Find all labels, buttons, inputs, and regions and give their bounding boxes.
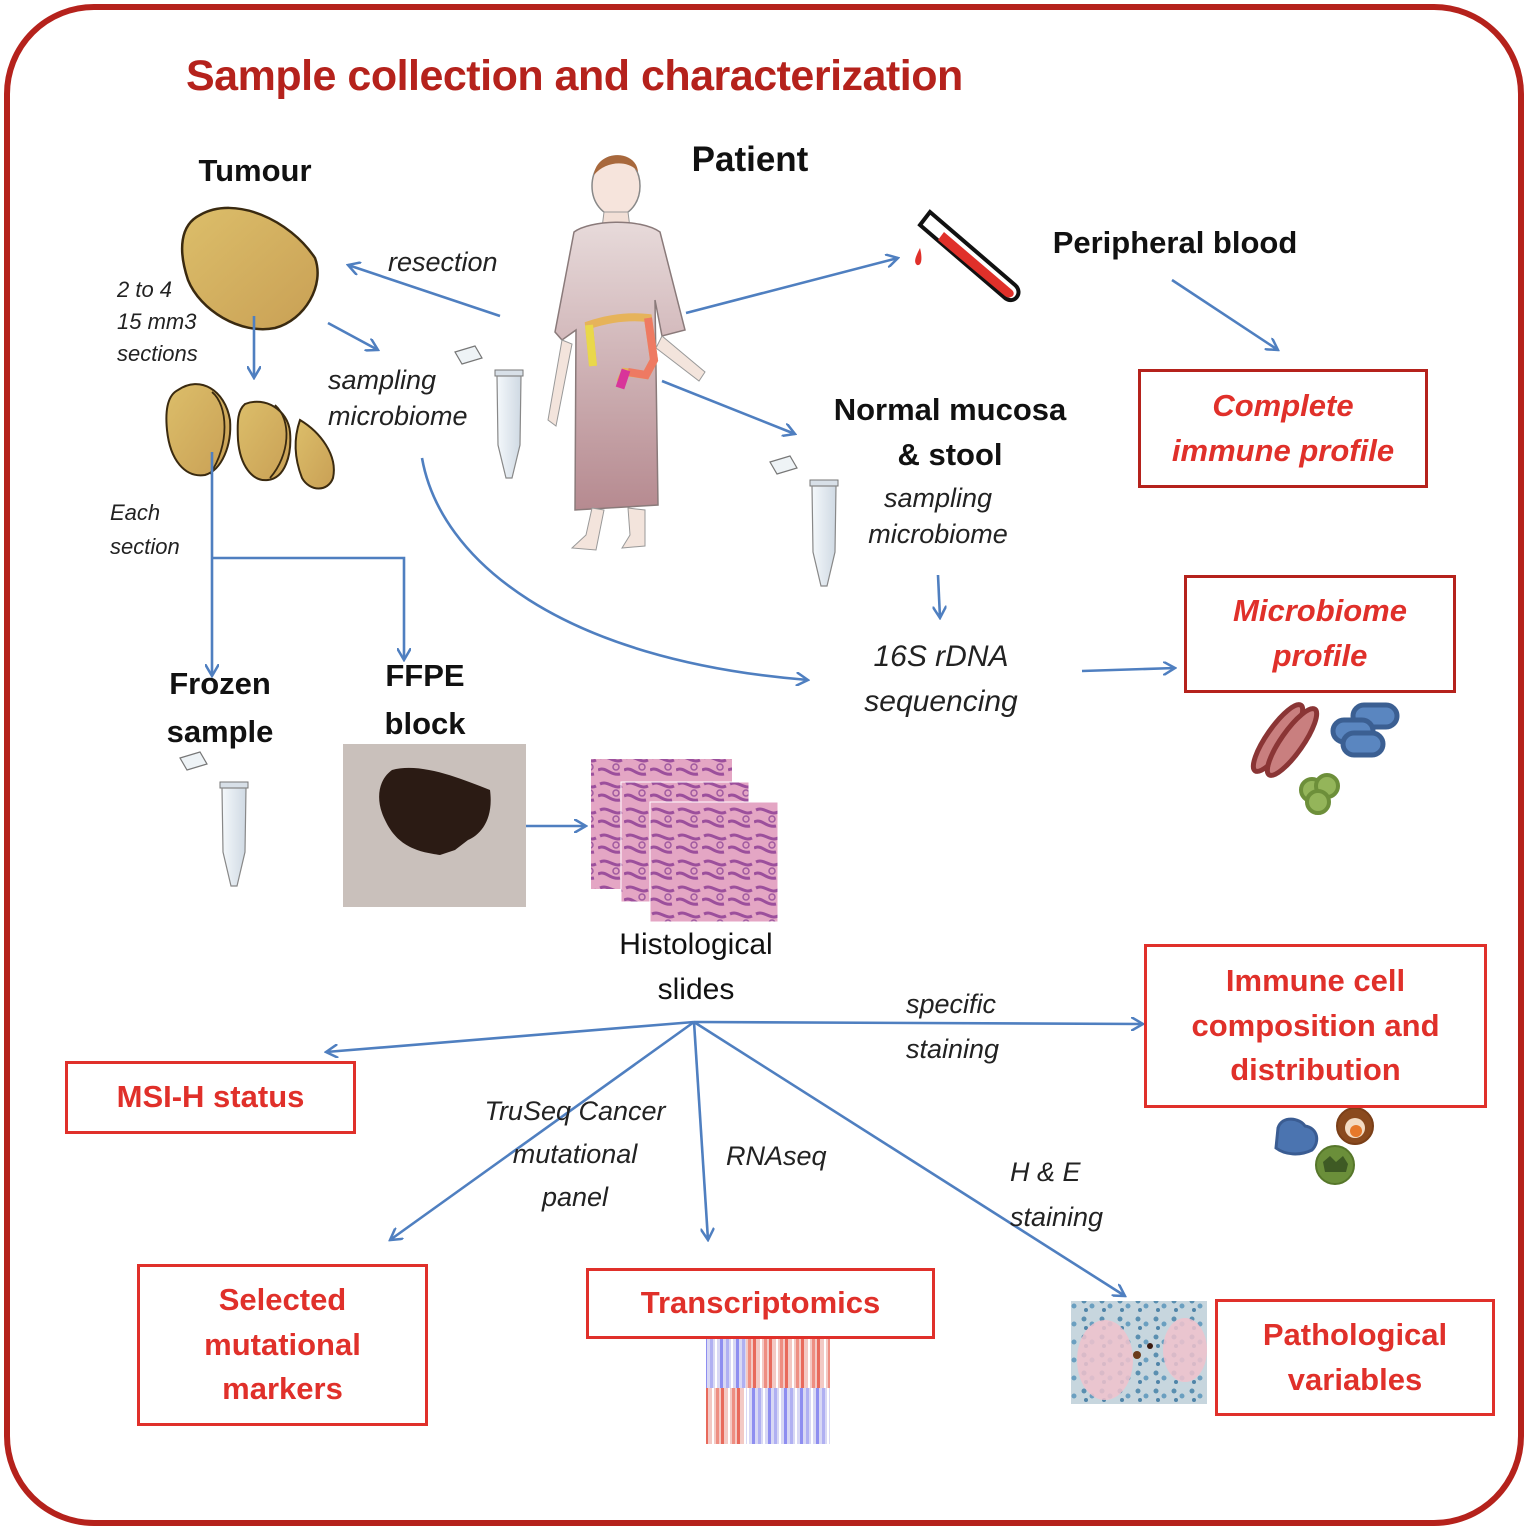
resection-label: resection (388, 247, 498, 277)
seq-line-1: 16S rDNA (873, 640, 1009, 673)
sections-line-2: 15 mm3 (117, 308, 197, 334)
tumour-illustration (180, 206, 319, 331)
staining-line: staining (906, 1033, 1000, 1064)
arrow-microbiome-curve (420, 457, 808, 680)
tumour-sections-illustration (165, 383, 335, 490)
box-line: MSI-H status (116, 1079, 305, 1115)
arrow-slides-to-mutational (390, 1020, 695, 1240)
histological-line: Histological (619, 928, 773, 961)
sequencing-label: 16S rDNA sequencing (836, 634, 1046, 724)
arrow-blood-to-immune-profile (1171, 278, 1278, 350)
box-line: distribution (1230, 1052, 1401, 1088)
arrow-resection (348, 265, 501, 318)
sections-line-3: sections (117, 340, 198, 366)
frozen-sample-label: Frozen sample (140, 660, 300, 756)
selected-mutational-markers-box: Selected mutational markers (137, 1264, 428, 1426)
ffpe-block-image (343, 744, 526, 907)
arrow-slides-to-transcriptomics (692, 1021, 708, 1240)
transcriptomics-box: Transcriptomics (586, 1268, 935, 1339)
box-line: mutational (204, 1326, 361, 1362)
ffpe-block-label: FFPE block (350, 652, 500, 748)
section-line: section (110, 534, 180, 560)
sample-line: sample (166, 714, 274, 750)
msi-h-status-box: MSI-H status (65, 1061, 356, 1134)
microbiome-line: microbiome (328, 401, 468, 432)
normal-mucosa-label: Normal mucosa & stool (810, 388, 1090, 478)
peripheral-blood-label: Peripheral blood (1052, 225, 1298, 260)
patient-illustration (547, 155, 706, 551)
sections-line-1: 2 to 4 (117, 277, 173, 302)
truseq-label: TruSeq Cancer mutational panel (460, 1090, 690, 1220)
he-stain-image (1071, 1301, 1207, 1404)
he-staining-label: H & E staining (1010, 1150, 1103, 1239)
box-line: variables (1287, 1361, 1423, 1397)
complete-immune-profile-box: Complete immune profile (1138, 369, 1428, 488)
specific-line: specific (906, 989, 997, 1019)
microbiome-line: microbiome (868, 519, 1008, 550)
arrow-patient-to-blood (685, 258, 898, 315)
frozen-line: Frozen (169, 666, 271, 701)
immune-cells-icon (1274, 1107, 1374, 1185)
arrow-patient-to-mucosa (661, 379, 795, 434)
tube-icon-3 (179, 751, 249, 887)
seq-line-2: sequencing (864, 685, 1018, 718)
slides-line: slides (657, 973, 735, 1006)
arrow-slides-to-immune-cell (693, 1022, 1143, 1024)
truseq-line-3: panel (541, 1182, 609, 1213)
tube-icon-1 (454, 345, 524, 479)
truseq-line-2: mutational (512, 1139, 638, 1170)
arrow-sampling-to-sequencing (938, 574, 940, 618)
sampling-microbiome-mucosa-label: sampling microbiome (848, 480, 1028, 553)
truseq-line-1: TruSeq Cancer (484, 1096, 666, 1126)
tube-icon-2 (769, 455, 839, 587)
each-line: Each (110, 500, 161, 525)
box-line: composition and (1191, 1007, 1440, 1043)
staining-line: staining (1010, 1201, 1104, 1232)
box-line: Pathological (1262, 1316, 1448, 1352)
box-line: Microbiome (1233, 593, 1407, 629)
ffpe-line: FFPE (385, 658, 465, 693)
microbiome-profile-box: Microbiome profile (1184, 575, 1456, 693)
sampling-line: sampling (883, 483, 993, 513)
patient-label: Patient (691, 140, 809, 179)
stool-line: & stool (897, 436, 1003, 472)
bacteria-icon (1250, 702, 1400, 815)
box-line: markers (222, 1371, 343, 1407)
specific-staining-label: specific staining (906, 982, 999, 1071)
arrow-each-section-to-ffpe (212, 556, 404, 660)
box-line: Complete (1212, 387, 1354, 423)
arrow-slides-to-msi (326, 1020, 695, 1052)
box-line: Transcriptomics (640, 1285, 881, 1321)
pathological-variables-box: Pathological variables (1215, 1299, 1495, 1416)
tumour-label: Tumour (198, 153, 312, 188)
box-line: immune profile (1171, 432, 1395, 468)
blood-tube-illustration (915, 209, 1021, 303)
histological-slides-image (591, 759, 779, 923)
arrow-tumour-to-sampling (327, 321, 378, 350)
normal-mucosa-line: Normal mucosa (833, 392, 1067, 427)
he-line: H & E (1010, 1157, 1081, 1187)
heatmap-image (706, 1338, 830, 1444)
histological-slides-label: Histological slides (596, 922, 796, 1012)
sampling-microbiome-tumour-label: sampling microbiome (328, 362, 468, 435)
immune-cell-composition-box: Immune cell composition and distribution (1144, 944, 1487, 1108)
arrow-slides-to-he (693, 1020, 1125, 1296)
arrow-sequencing-to-microbiome-profile (1081, 668, 1175, 671)
box-line: Selected (218, 1281, 347, 1317)
block-line: block (384, 706, 466, 742)
diagram-title: Sample collection and characterization (186, 52, 963, 100)
box-line: Immune cell (1225, 962, 1406, 998)
sections-annotation: 2 to 4 15 mm3 sections (117, 274, 198, 370)
box-line: profile (1272, 638, 1368, 673)
each-section-label: Each section (110, 496, 180, 564)
rnaseq-label: RNAseq (726, 1141, 827, 1171)
sampling-line: sampling (328, 365, 437, 395)
